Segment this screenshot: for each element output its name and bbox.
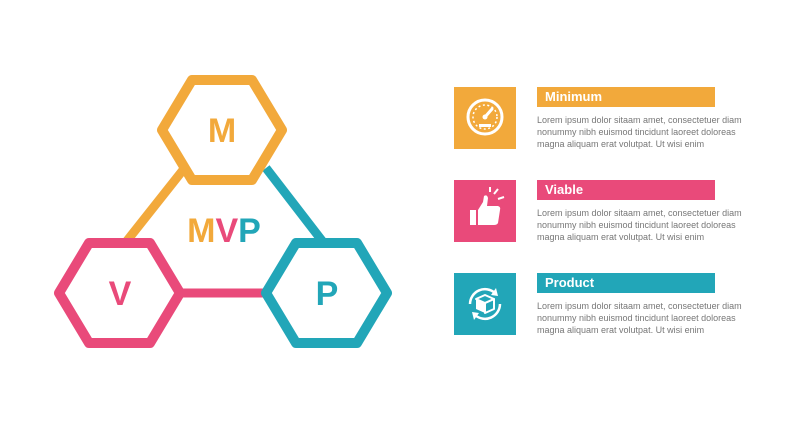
center-title: MVP: [187, 212, 261, 250]
list-item-viable: Viable Lorem ipsum dolor sitaam amet, co…: [454, 180, 744, 244]
connector-m-p: [262, 165, 327, 245]
item-description-product: Lorem ipsum dolor sitaam amet, consectet…: [537, 301, 742, 335]
mvp-triangle-diagram: M V P MVP: [54, 75, 392, 348]
item-description-viable: Lorem ipsum dolor sitaam amet, consectet…: [537, 208, 742, 242]
item-title-minimum: Minimum: [537, 87, 715, 107]
hexagon-p-letter: P: [316, 275, 339, 313]
item-title-product: Product: [537, 273, 715, 293]
thumbs-up-icon: [454, 180, 516, 242]
speedometer-icon: [454, 87, 516, 149]
center-title-v: V: [215, 212, 238, 250]
hexagon-v-letter: V: [109, 275, 132, 313]
list-item-product: Product Lorem ipsum dolor sitaam amet, c…: [454, 273, 744, 337]
hexagon-m: [157, 75, 287, 185]
connector-m-v: [122, 167, 187, 245]
hexagon-m-letter: M: [208, 112, 236, 150]
box-cycle-icon: [454, 273, 516, 335]
center-title-m: M: [187, 212, 215, 250]
list-item-minimum: Minimum Lorem ipsum dolor sitaam amet, c…: [454, 87, 744, 151]
item-title-viable: Viable: [537, 180, 715, 200]
item-description-minimum: Lorem ipsum dolor sitaam amet, consectet…: [537, 115, 742, 149]
hexagon-v: [54, 238, 185, 348]
hexagon-p: [261, 238, 392, 348]
center-title-p: P: [238, 212, 261, 250]
